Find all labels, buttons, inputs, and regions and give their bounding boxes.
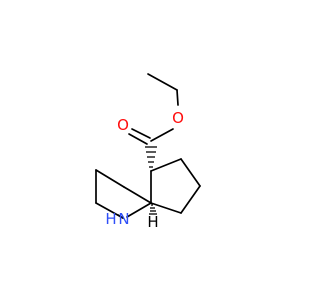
ring-nitrogen-label: N bbox=[118, 210, 129, 228]
stereo-hydrogen-label: H bbox=[147, 213, 158, 231]
atom-label-layer: O O N H H bbox=[105, 109, 184, 231]
bond-c8-c1 bbox=[150, 158, 182, 172]
bond-ethyl-ch3-ch2 bbox=[147, 73, 178, 91]
bond-layer bbox=[95, 73, 201, 219]
bond-c4-n bbox=[117, 214, 124, 219]
nitrogen-hydrogen-label: H bbox=[105, 210, 116, 228]
bond-c7-c6 bbox=[95, 169, 125, 188]
bond-ester-o-carbonyl-c bbox=[150, 128, 174, 142]
ester-oxygen-label: O bbox=[172, 109, 184, 127]
bond-carbonyl-double-b bbox=[128, 133, 148, 145]
stereo-bond-hashed-lower bbox=[149, 204, 157, 215]
bond-carbonyl-double-a bbox=[131, 128, 151, 139]
bond-c2-c3 bbox=[180, 185, 201, 214]
carbonyl-oxygen-label: O bbox=[117, 116, 129, 134]
bond-c3-c8a bbox=[150, 202, 182, 214]
stereo-bond-hashed-upper bbox=[145, 146, 157, 168]
bond-n-c8 bbox=[126, 202, 152, 218]
bond-c8-c7 bbox=[123, 186, 152, 204]
molecule-structure-diagram: O O N H H bbox=[95, 73, 201, 231]
bond-c1-c2 bbox=[180, 158, 201, 187]
bond-ethyl-ch2-o bbox=[176, 89, 179, 106]
